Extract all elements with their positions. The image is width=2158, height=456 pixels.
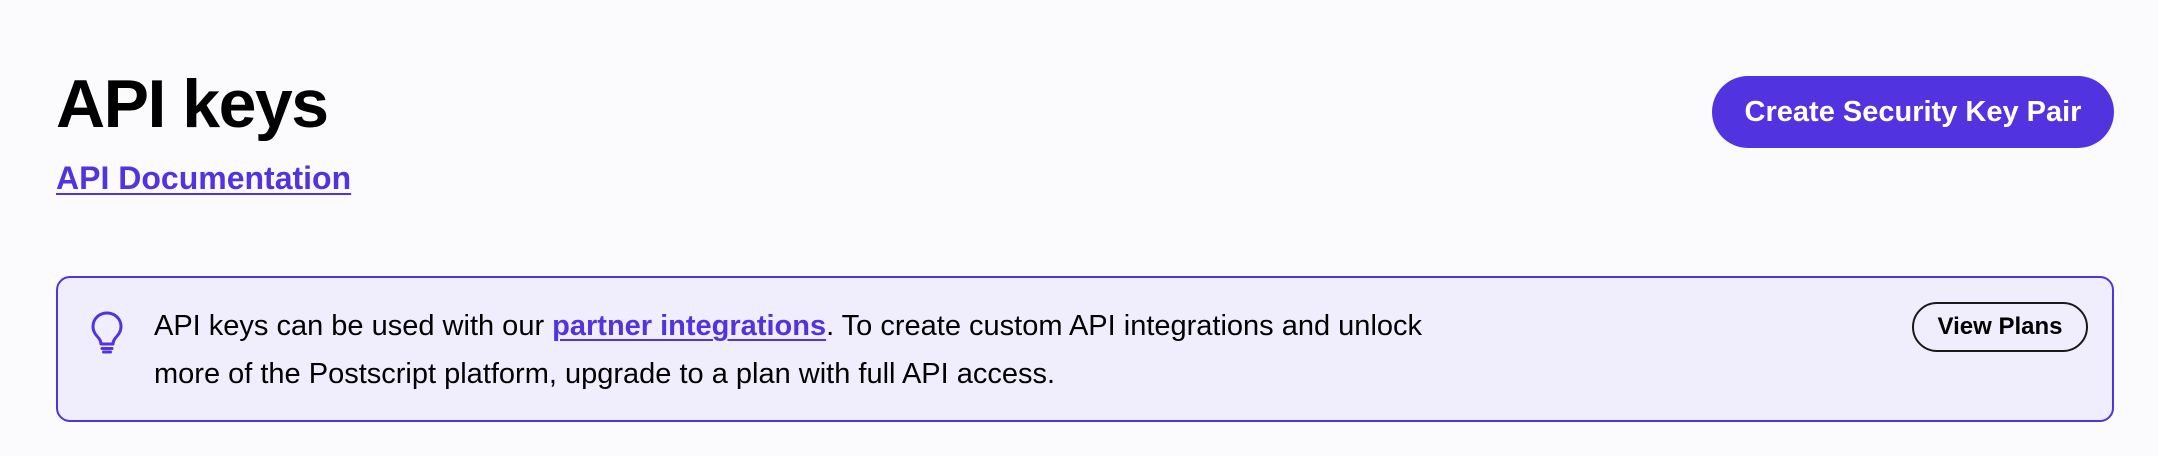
view-plans-button[interactable]: View Plans bbox=[1912, 302, 2088, 352]
api-access-info-banner: API keys can be used with our partner in… bbox=[56, 276, 2114, 422]
lightbulb-icon bbox=[90, 310, 124, 354]
banner-text-start: API keys can be used with our bbox=[154, 310, 553, 342]
banner-text-end: . To create custom API integrations and … bbox=[154, 310, 1423, 390]
partner-integrations-link[interactable]: partner integrations bbox=[552, 310, 827, 342]
api-documentation-link[interactable]: API Documentation bbox=[56, 160, 352, 196]
page-title: API keys bbox=[56, 66, 329, 142]
banner-message: API keys can be used with our partner in… bbox=[154, 302, 1454, 398]
create-security-key-pair-button[interactable]: Create Security Key Pair bbox=[1712, 76, 2114, 148]
